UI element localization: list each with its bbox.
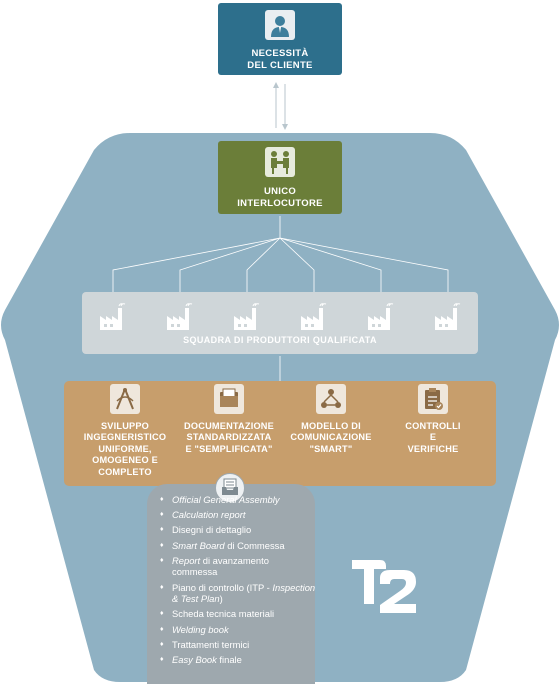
network-icon xyxy=(316,384,346,414)
fan-connectors xyxy=(112,216,449,381)
factory-icon xyxy=(98,302,128,332)
service-engineering-label: SVILUPPO INGEGNERISTICO UNIFORME, OMOGEN… xyxy=(83,421,167,477)
factory-icon xyxy=(433,302,463,332)
client-needs-node: NECESSITÀ DEL CLIENTE xyxy=(218,3,342,75)
single-contact-label: UNICO INTERLOCUTORE xyxy=(237,186,323,209)
document-list-item: Disegni di dettaglio xyxy=(160,524,316,536)
drafting-icon xyxy=(110,384,140,414)
document-list-item: Welding book xyxy=(160,624,316,636)
factory-icon xyxy=(232,302,262,332)
service-controls: CONTROLLI E VERIFICHE xyxy=(374,384,492,455)
document-list-item: Easy Book finale xyxy=(160,654,316,666)
document-list-item: Smart Board di Commessa xyxy=(160,540,316,552)
document-list-item: Report di avanzamento commessa xyxy=(160,555,316,578)
document-list-item: Official General Assembly xyxy=(160,494,316,506)
service-communication: MODELLO DI COMUNICAZIONE "SMART" xyxy=(272,384,390,455)
producers-team-label: SQUADRA DI PRODUTTORI QUALIFICATA xyxy=(183,335,377,345)
single-contact-node: UNICO INTERLOCUTORE xyxy=(218,141,342,214)
factory-icon xyxy=(165,302,195,332)
document-list-item: Calculation report xyxy=(160,509,316,521)
arrow-down-head xyxy=(282,124,288,130)
document-list-item: Trattamenti termici xyxy=(160,639,316,651)
checklist-icon xyxy=(418,384,448,414)
service-communication-label: MODELLO DI COMUNICAZIONE "SMART" xyxy=(290,421,372,454)
service-engineering: SVILUPPO INGEGNERISTICO UNIFORME, OMOGEN… xyxy=(66,384,184,478)
factory-icon xyxy=(366,302,396,332)
client-needs-label: NECESSITÀ DEL CLIENTE xyxy=(247,48,313,71)
folder-icon xyxy=(214,384,244,414)
document-list-item: Piano di controllo (ITP - Inspection & T… xyxy=(160,582,316,605)
factory-icon xyxy=(299,302,329,332)
service-documentation-label: DOCUMENTAZIONE STANDARDIZZATA E "SEMPLIF… xyxy=(184,421,274,454)
document-list-item: Scheda tecnica materiali xyxy=(160,608,316,620)
arrow-up-head xyxy=(273,82,279,88)
handshake-icon xyxy=(265,147,295,177)
service-documentation: DOCUMENTAZIONE STANDARDIZZATA E "SEMPLIF… xyxy=(170,384,288,455)
producers-team-band xyxy=(82,292,478,354)
service-controls-label: CONTROLLI E VERIFICHE xyxy=(405,421,461,454)
person-icon xyxy=(265,10,295,40)
documents-list: Official General AssemblyCalculation rep… xyxy=(160,494,316,669)
t2-logo xyxy=(352,560,416,613)
